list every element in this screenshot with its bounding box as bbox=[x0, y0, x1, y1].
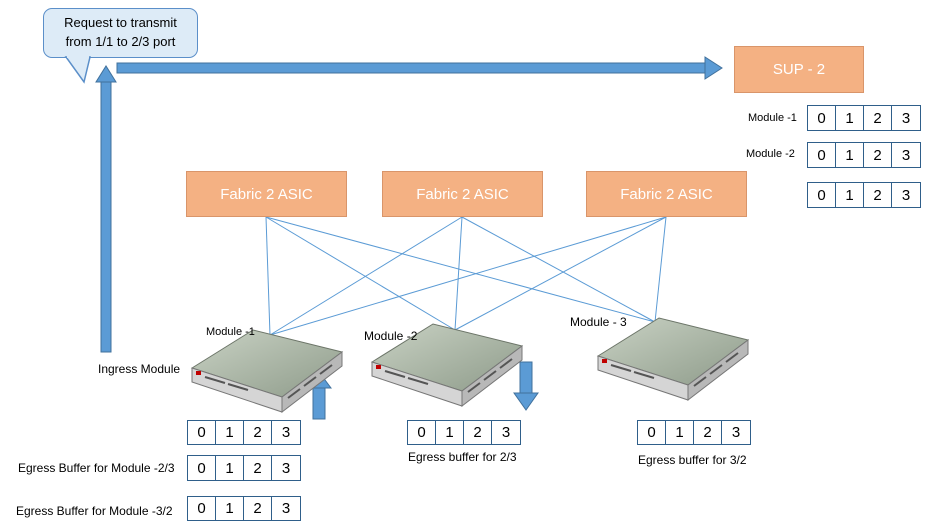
cell: 2 bbox=[244, 421, 272, 444]
line-card-module-3 bbox=[596, 317, 750, 402]
cell: 1 bbox=[836, 143, 864, 167]
ingress-module-label: Ingress Module bbox=[98, 362, 181, 376]
cell: 1 bbox=[436, 421, 464, 444]
cell: 0 bbox=[188, 456, 216, 480]
cell: 0 bbox=[808, 106, 836, 130]
cell: 1 bbox=[216, 421, 244, 444]
to-sup-arrow bbox=[116, 56, 723, 80]
request-callout: Request to transmit from 1/1 to 2/3 port bbox=[43, 8, 198, 58]
cell: 3 bbox=[281, 459, 291, 477]
callout-line-2: from 1/1 to 2/3 port bbox=[65, 34, 176, 49]
cell: 2 bbox=[244, 456, 272, 480]
sup-2-box: SUP - 2 bbox=[734, 46, 864, 93]
fabric-asic-2-label: Fabric 2 ASIC bbox=[416, 185, 509, 203]
module-2-buffer-label: Egress buffer for 2/3 bbox=[408, 450, 517, 464]
cell: 3 bbox=[281, 500, 291, 517]
module-1-label: Module -1 bbox=[206, 326, 255, 338]
sup-table-label-module-2: Module -2 bbox=[746, 148, 795, 160]
ingress-up-arrow bbox=[95, 65, 117, 353]
cell: 3 bbox=[901, 146, 911, 164]
fabric-asic-3-label: Fabric 2 ASIC bbox=[620, 185, 713, 203]
line-card-module-1 bbox=[190, 329, 344, 414]
cell: 0 bbox=[638, 421, 666, 444]
cell: 0 bbox=[188, 497, 216, 520]
sup-table-module-2: 0 1 2 3 bbox=[807, 142, 921, 168]
egress-buffer-module-3-2-label: Egress Buffer for Module -3/2 bbox=[16, 504, 173, 518]
fabric-asic-3: Fabric 2 ASIC bbox=[586, 171, 747, 217]
module-3-buffer-label: Egress buffer for 3/2 bbox=[638, 453, 747, 467]
cell: 1 bbox=[836, 183, 864, 207]
fabric-asic-1: Fabric 2 ASIC bbox=[186, 171, 347, 217]
cell: 2 bbox=[864, 143, 892, 167]
fabric-mesh-lines bbox=[265, 216, 667, 336]
sup-table-module-3: 0 1 2 3 bbox=[807, 182, 921, 208]
cell: 3 bbox=[281, 424, 291, 441]
cell: 1 bbox=[666, 421, 694, 444]
fabric-asic-1-label: Fabric 2 ASIC bbox=[220, 185, 313, 203]
cell: 0 bbox=[408, 421, 436, 444]
cell: 1 bbox=[836, 106, 864, 130]
cell: 2 bbox=[864, 183, 892, 207]
cell: 2 bbox=[864, 106, 892, 130]
egress-buffer-module-2-3-label: Egress Buffer for Module -2/3 bbox=[18, 461, 175, 475]
module2-down-arrow bbox=[513, 361, 539, 411]
sup-table-label-module-1: Module -1 bbox=[748, 112, 797, 124]
module-3-label: Module - 3 bbox=[570, 315, 627, 329]
module-3-buffer-table: 0 1 2 3 bbox=[637, 420, 751, 445]
sup-2-label: SUP - 2 bbox=[772, 61, 826, 78]
cell: 1 bbox=[216, 456, 244, 480]
cell: 3 bbox=[901, 186, 911, 204]
cell: 3 bbox=[731, 424, 741, 441]
cell: 3 bbox=[501, 424, 511, 441]
cell: 3 bbox=[901, 109, 911, 127]
cell: 0 bbox=[808, 183, 836, 207]
module-1-buffer-table: 0 1 2 3 bbox=[187, 420, 301, 445]
module-2-label: Module -2 bbox=[364, 329, 418, 343]
cell: 2 bbox=[464, 421, 492, 444]
fabric-asic-2: Fabric 2 ASIC bbox=[382, 171, 543, 217]
callout-line-1: Request to transmit bbox=[64, 15, 177, 30]
cell: 2 bbox=[244, 497, 272, 520]
line-card-module-2 bbox=[370, 323, 524, 408]
egress-buffer-module-2-3-table: 0 1 2 3 bbox=[187, 455, 301, 481]
cell: 2 bbox=[694, 421, 722, 444]
sup-table-module-1: 0 1 2 3 bbox=[807, 105, 921, 131]
cell: 0 bbox=[808, 143, 836, 167]
egress-buffer-module-3-2-table: 0 1 2 3 bbox=[187, 496, 301, 521]
cell: 1 bbox=[216, 497, 244, 520]
cell: 0 bbox=[188, 421, 216, 444]
module-2-buffer-table: 0 1 2 3 bbox=[407, 420, 521, 445]
